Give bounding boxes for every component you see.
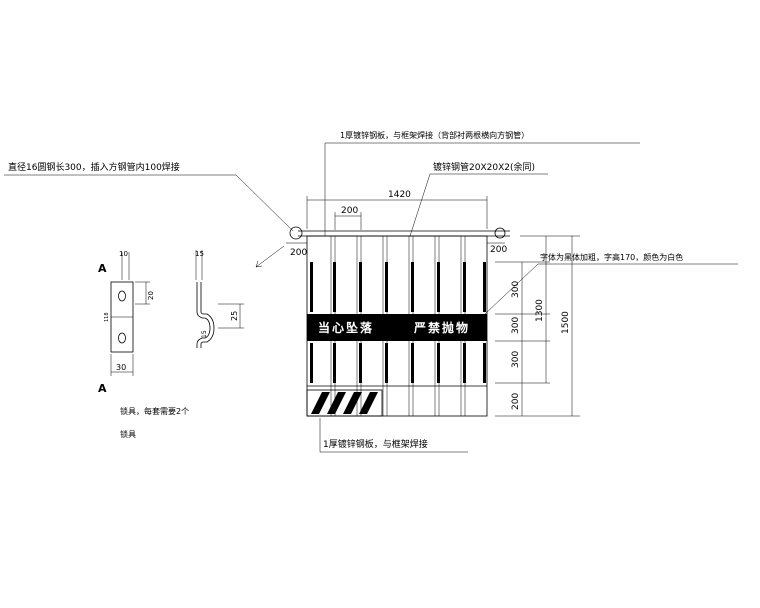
dim-side: 118: [104, 312, 110, 322]
dim-height-1500: 1500: [561, 311, 571, 334]
clamp-note-line1: 锁具，每套需要2个: [120, 406, 189, 416]
dim-seg-300-b: 300: [511, 317, 521, 334]
dim-seg-300-a: 300: [511, 281, 521, 298]
dim-seg-200-bottom: 200: [511, 393, 521, 410]
dim-15-bottom: 15: [201, 330, 208, 338]
text-note: 字体为黑体加粗，字高170，颜色为白色: [540, 252, 683, 262]
dim-right-offset: 200: [490, 245, 507, 255]
dim-seg-300-c: 300: [511, 351, 521, 368]
section-mark-bottom: A: [98, 382, 107, 395]
rebar-note: 直径16圆钢长300，插入方钢管内100焊接: [8, 161, 180, 173]
dim-20: 20: [147, 291, 155, 300]
clamp-front-view: A A 10 20 118 30: [98, 250, 155, 395]
right-dimensions: 300 300 300 200 1300 1500: [495, 235, 580, 417]
hazard-stripes: [306, 389, 383, 417]
banner-right-text: 严禁抛物: [413, 320, 470, 335]
clamp-note-line2: 锁具: [120, 429, 136, 439]
section-mark-top: A: [98, 262, 107, 275]
dim-30: 30: [116, 363, 126, 372]
bolt-hole-bottom-icon: [118, 332, 126, 344]
post-marks: [310, 262, 486, 383]
top-plate-note: 1厚镀锌钢板，与框架焊接（背部衬两根横向方钢管）: [340, 130, 529, 140]
leader-lines: [4, 142, 738, 453]
dim-10: 10: [119, 250, 128, 258]
bottom-plate-note: 1厚镀锌钢板，与框架焊接: [323, 438, 428, 450]
warning-banner: 当心坠落 严禁抛物: [307, 314, 487, 341]
top-dimensions: 1420 200: [306, 190, 488, 230]
dim-height-1300: 1300: [535, 299, 545, 322]
clamp-side-view: 15 25 15: [195, 250, 244, 348]
square-tube-note: 镀锌钢管20X20X2(余同): [433, 161, 535, 173]
dim-spacing-200: 200: [341, 206, 358, 216]
side-offsets: 200 200: [286, 242, 507, 258]
dim-15-top: 15: [195, 250, 204, 258]
right-rail-end-icon: [494, 227, 506, 239]
left-rail-end-icon: [289, 226, 303, 240]
dim-25: 25: [230, 311, 239, 321]
banner-left-text: 当心坠落: [318, 320, 374, 335]
dim-left-offset: 200: [290, 248, 307, 258]
bolt-hole-top-icon: [118, 290, 126, 302]
dim-width-1420: 1420: [388, 190, 411, 200]
